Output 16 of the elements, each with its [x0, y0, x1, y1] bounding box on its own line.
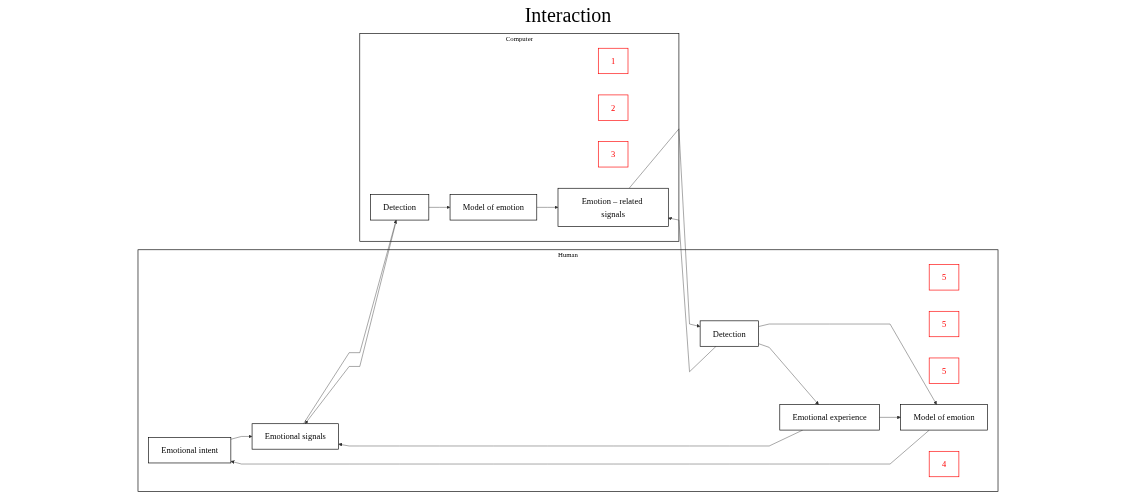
node-box: Detection: [699, 320, 759, 347]
node-box: Model of emotion: [900, 404, 988, 431]
node-box: Emotion – related signals: [557, 187, 669, 227]
node-box: 2: [597, 94, 629, 121]
node-box: Emotional signals: [251, 423, 339, 450]
node-box: Detection: [370, 194, 430, 221]
node-box: 3: [597, 141, 629, 168]
node-box: Model of emotion: [449, 194, 538, 221]
node-box: 5: [928, 357, 960, 384]
node-box: 5: [928, 310, 960, 338]
node-box: 5: [928, 264, 960, 291]
node-box: Emotional intent: [148, 437, 232, 464]
node-box: 4: [928, 451, 960, 478]
node-box: 1: [597, 47, 629, 74]
section-heading: Interaction: [524, 4, 612, 26]
node-box: Emotional experience: [779, 404, 880, 431]
